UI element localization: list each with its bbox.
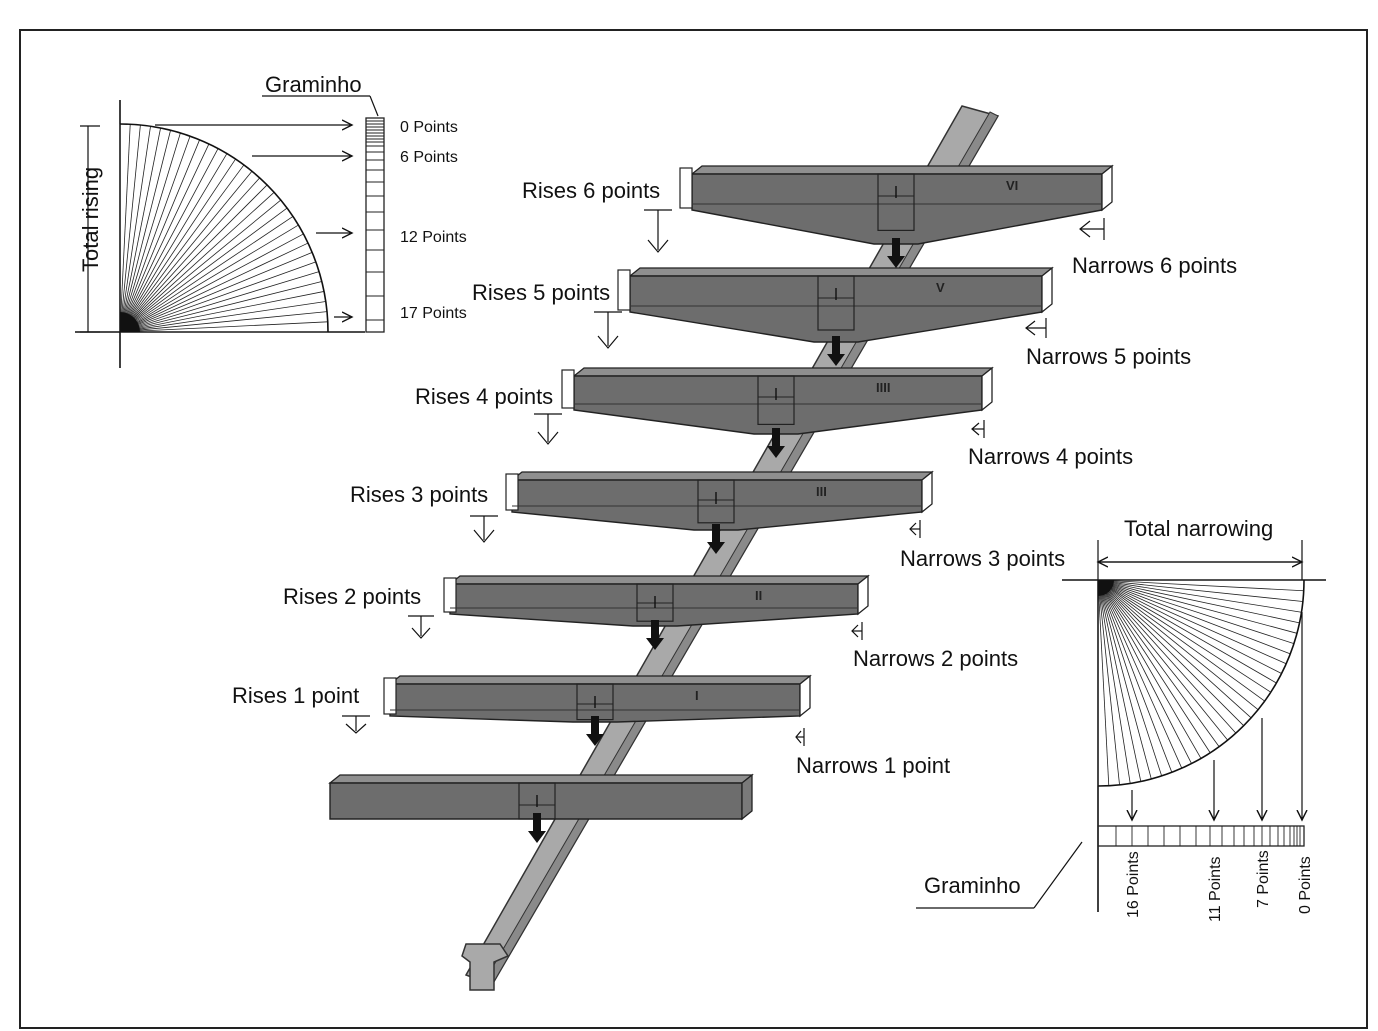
step-block-3: III bbox=[505, 470, 934, 554]
step-numeral-3: III bbox=[816, 484, 827, 499]
right-mark-0: 0 Points bbox=[1297, 856, 1314, 914]
step-numeral-4: IIII bbox=[876, 380, 890, 395]
step-block-0 bbox=[328, 773, 754, 843]
left-inset: Graminho Total rising 0 Points 6 Points … bbox=[75, 72, 467, 368]
down-arrow-icon bbox=[767, 428, 785, 458]
down-arrow-icon bbox=[586, 716, 604, 746]
left-mark-12: 12 Points bbox=[400, 229, 467, 246]
graminho-scale-left bbox=[365, 117, 385, 333]
rise-arrows bbox=[342, 209, 672, 734]
graminho-label-right: Graminho bbox=[924, 873, 1021, 898]
narrow-label-4: Narrows 4 points bbox=[968, 444, 1133, 469]
narrow-label-1: Narrows 1 point bbox=[796, 753, 950, 778]
left-mark-6: 6 Points bbox=[400, 149, 458, 166]
rise-label-5: Rises 5 points bbox=[472, 280, 610, 305]
step-numeral-2: II bbox=[755, 588, 762, 603]
left-mark-0: 0 Points bbox=[400, 119, 458, 136]
step-block-1: I bbox=[383, 674, 812, 746]
down-arrow-icon bbox=[827, 336, 845, 366]
right-mark-16: 16 Points bbox=[1125, 851, 1142, 918]
graminho-scale-right bbox=[1097, 825, 1305, 847]
step-labels: Rises 6 points Narrows 6 points Rises 5 … bbox=[232, 178, 1237, 778]
step-block-5: V bbox=[617, 266, 1054, 366]
step-numeral-6: VI bbox=[1006, 178, 1018, 193]
narrow-label-2: Narrows 2 points bbox=[853, 646, 1018, 671]
down-arrow-icon bbox=[887, 238, 905, 268]
down-arrow-icon bbox=[528, 813, 546, 843]
step-block-6: VI bbox=[679, 164, 1114, 268]
right-mark-11: 11 Points bbox=[1207, 856, 1224, 922]
step-numeral-5: V bbox=[936, 280, 945, 295]
down-arrow-icon bbox=[646, 620, 664, 650]
narrow-arrows bbox=[795, 218, 1105, 746]
narrow-label-6: Narrows 6 points bbox=[1072, 253, 1237, 278]
step-numeral-1: I bbox=[695, 688, 699, 703]
down-arrow-icon bbox=[707, 524, 725, 554]
step-block-2: II bbox=[443, 574, 870, 650]
total-narrowing-label: Total narrowing bbox=[1124, 516, 1273, 541]
right-inset: Total narrowing 16 Points 11 Points 7 Po… bbox=[916, 516, 1326, 922]
page-frame bbox=[19, 29, 1368, 1029]
right-mark-7: 7 Points bbox=[1255, 850, 1272, 908]
quarter-circle-fan-left bbox=[119, 124, 328, 333]
rise-label-1: Rises 1 point bbox=[232, 683, 359, 708]
narrow-label-5: Narrows 5 points bbox=[1026, 344, 1191, 369]
quarter-circle-fan-right bbox=[1097, 579, 1304, 786]
graminho-label-left: Graminho bbox=[265, 72, 362, 97]
rise-label-3: Rises 3 points bbox=[350, 482, 488, 507]
step-block-4: IIII bbox=[561, 366, 994, 458]
narrow-label-3: Narrows 3 points bbox=[900, 546, 1065, 571]
left-mark-17: 17 Points bbox=[400, 305, 467, 322]
total-rising-label: Total rising bbox=[78, 167, 103, 272]
rise-label-2: Rises 2 points bbox=[283, 584, 421, 609]
rise-label-6: Rises 6 points bbox=[522, 178, 660, 203]
rise-label-4: Rises 4 points bbox=[415, 384, 553, 409]
